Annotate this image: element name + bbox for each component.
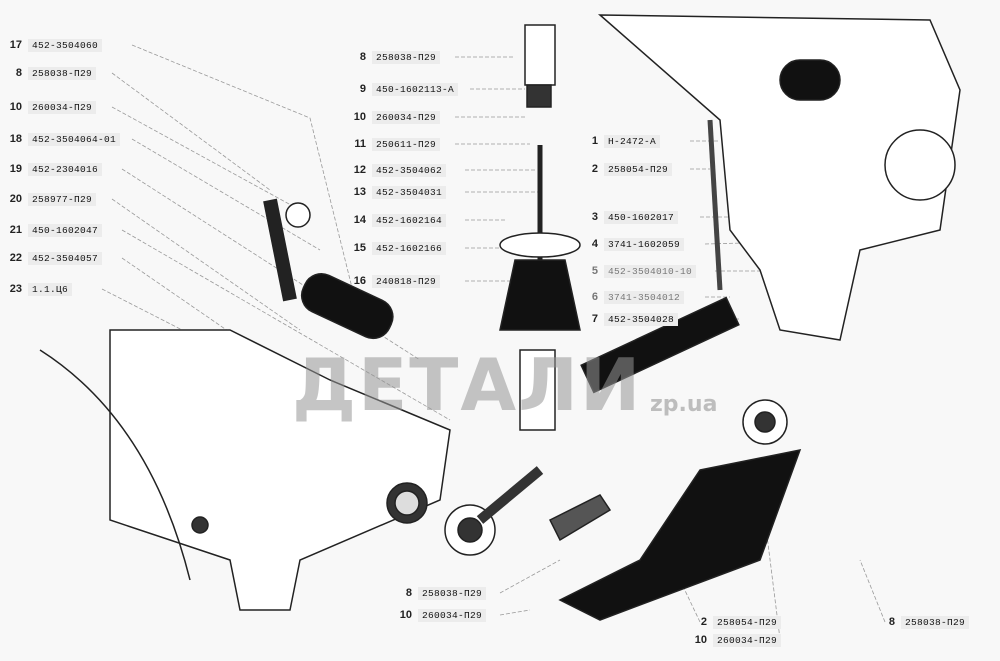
part-number: 8	[359, 51, 366, 63]
part-label[interactable]: 22 452-3504057	[8, 251, 103, 265]
part-label[interactable]: 10 260034-П29	[398, 608, 487, 622]
part-label[interactable]: 12 452-3504062	[352, 163, 447, 177]
part-code: 450-1602113-А	[372, 82, 459, 96]
part-label[interactable]: 16 240818-П29	[352, 274, 441, 288]
part-code: 1.1.Ц6	[28, 282, 73, 296]
part-label[interactable]: 8 258038-П29	[398, 586, 487, 600]
part-code: 452-3504064-01	[28, 132, 121, 146]
part-code: 450-1602017	[604, 210, 679, 224]
part-number: 4	[591, 238, 598, 250]
part-number: 12	[353, 164, 366, 176]
part-code: 452-3504031	[372, 185, 447, 199]
part-label[interactable]: 13 452-3504031	[352, 185, 447, 199]
pedal-bracket-top	[597, 14, 961, 341]
pedal-assembly	[263, 198, 802, 621]
part-label[interactable]: 19 452-2304016	[8, 162, 103, 176]
part-number: 22	[9, 252, 22, 264]
part-label[interactable]: 23 1.1.Ц6	[8, 282, 73, 296]
part-number: 8	[15, 67, 22, 79]
part-label[interactable]: 10 260034-П29	[352, 110, 441, 124]
part-code: 260034-П29	[372, 110, 441, 124]
part-label[interactable]: 1 Н-2472-А	[584, 134, 661, 148]
part-number: 21	[9, 224, 22, 236]
part-number: 23	[9, 283, 22, 295]
part-code: 452-3504028	[604, 312, 679, 326]
part-number: 8	[888, 616, 895, 628]
part-number: 5	[591, 265, 598, 277]
part-code: 258977-П29	[28, 192, 97, 206]
part-label[interactable]: 20 258977-П29	[8, 192, 97, 206]
part-number: 3	[591, 211, 598, 223]
part-number: 14	[353, 214, 366, 226]
pushrod-assembly	[499, 24, 581, 431]
part-label[interactable]: 10 260034-П29	[8, 100, 97, 114]
watermark-logo: ДЕТАЛИ	[292, 343, 643, 427]
part-number: 15	[353, 242, 366, 254]
part-number: 2	[591, 163, 598, 175]
part-code: 3741-3504012	[604, 290, 685, 304]
part-number: 20	[9, 193, 22, 205]
part-code: 258054-П29	[713, 615, 782, 629]
part-code: 260034-П29	[28, 100, 97, 114]
part-code: 450-1602047	[28, 223, 103, 237]
part-code: 258038-П29	[28, 66, 97, 80]
part-code: 258038-П29	[372, 50, 441, 64]
part-code: 260034-П29	[713, 633, 782, 647]
part-label[interactable]: 2 258054-П29	[693, 615, 782, 629]
part-code: 452-1602166	[372, 241, 447, 255]
housing-bracket	[39, 329, 451, 611]
part-number: 7	[591, 313, 598, 325]
part-number: 1	[591, 135, 598, 147]
part-number: 17	[9, 39, 22, 51]
part-label[interactable]: 8 258038-П29	[352, 50, 441, 64]
part-label[interactable]: 2 258054-П29	[584, 162, 673, 176]
part-number: 16	[353, 275, 366, 287]
part-code: 452-3504062	[372, 163, 447, 177]
part-code: 260034-П29	[418, 608, 487, 622]
part-code: 258054-П29	[604, 162, 673, 176]
part-number: 10	[9, 101, 22, 113]
part-code: 452-3504060	[28, 38, 103, 52]
part-label[interactable]: 5 452-3504010-10	[584, 264, 697, 278]
part-code: 3741-1602059	[604, 237, 685, 251]
part-label[interactable]: 9 450-1602113-А	[352, 82, 459, 96]
part-number: 10	[694, 634, 707, 646]
part-number: 10	[353, 111, 366, 123]
part-code: 452-3504010-10	[604, 264, 697, 278]
part-label[interactable]: 17 452-3504060	[8, 38, 103, 52]
part-number: 9	[359, 83, 366, 95]
part-label[interactable]: 11 250611-П29	[352, 137, 441, 151]
part-label[interactable]: 14 452-1602164	[352, 213, 447, 227]
part-code: 240818-П29	[372, 274, 441, 288]
part-number: 10	[399, 609, 412, 621]
part-code: 452-1602164	[372, 213, 447, 227]
part-number: 11	[354, 138, 366, 150]
part-label[interactable]: 4 3741-1602059	[584, 237, 685, 251]
part-number: 19	[9, 163, 22, 175]
part-number: 18	[9, 133, 22, 145]
part-label[interactable]: 8 258038-П29	[8, 66, 97, 80]
part-number: 8	[405, 587, 412, 599]
part-code: Н-2472-А	[604, 134, 661, 148]
part-number: 2	[700, 616, 707, 628]
part-label[interactable]: 6 3741-3504012	[584, 290, 685, 304]
part-code: 250611-П29	[372, 137, 441, 151]
part-number: 13	[353, 186, 366, 198]
part-code: 258038-П29	[418, 586, 487, 600]
part-label[interactable]: 7 452-3504028	[584, 312, 679, 326]
watermark-domain: zp.ua	[650, 392, 718, 417]
part-number: 6	[591, 291, 598, 303]
part-label[interactable]: 15 452-1602166	[352, 241, 447, 255]
part-label[interactable]: 18 452-3504064-01	[8, 132, 121, 146]
part-label[interactable]: 10 260034-П29	[693, 633, 782, 647]
part-label[interactable]: 8 258038-П29	[881, 615, 970, 629]
part-code: 452-3504057	[28, 251, 103, 265]
part-label[interactable]: 21 450-1602047	[8, 223, 103, 237]
part-code: 258038-П29	[901, 615, 970, 629]
part-label[interactable]: 3 450-1602017	[584, 210, 679, 224]
part-code: 452-2304016	[28, 162, 103, 176]
